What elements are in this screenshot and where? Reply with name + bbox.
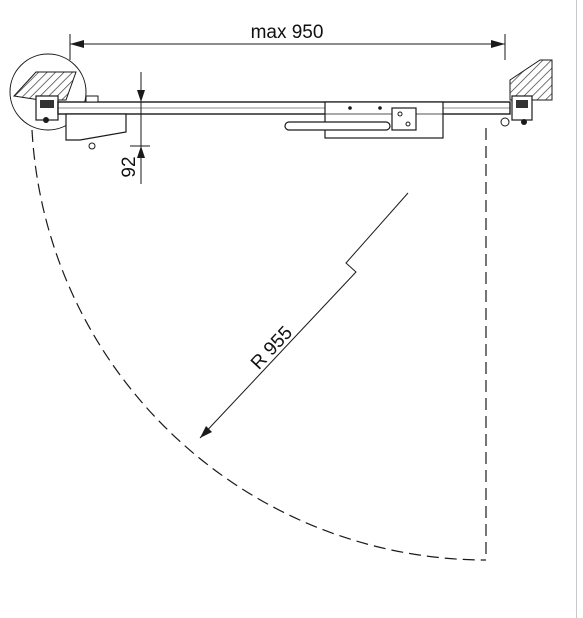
left-hinge-screw — [43, 117, 49, 123]
closer-screw-1 — [348, 106, 352, 110]
left-detail-circle — [9, 53, 87, 131]
closer-screw-2 — [378, 106, 382, 110]
pivot-bracket — [65, 95, 127, 150]
offset-arrow-top — [137, 90, 145, 102]
right-wall-hatch — [509, 59, 553, 101]
closer-screw-3 — [397, 111, 403, 117]
pivot-top-cap — [85, 95, 99, 103]
left-hinge-insert — [40, 100, 54, 108]
pivot-bracket-body — [65, 113, 127, 141]
right-hinge-screw — [521, 119, 527, 125]
width-arrow-left — [70, 40, 84, 48]
radius-leader-line — [199, 192, 409, 439]
width-dimension: max 950 — [69, 22, 506, 60]
door-end-knob — [500, 117, 510, 127]
offset-dimension: 92 — [119, 72, 150, 184]
right-hinge-insert — [516, 100, 528, 108]
closer-housing — [324, 101, 444, 139]
radius-arrow — [200, 426, 212, 438]
width-arrow-right — [491, 40, 505, 48]
offset-arrow-bottom — [137, 146, 145, 158]
right-wall — [509, 59, 553, 125]
width-dimension-label: max 950 — [251, 22, 324, 43]
door-swing-arc — [31, 129, 487, 561]
left-wall — [9, 53, 87, 131]
closer-bracket — [391, 107, 417, 131]
closer-arm — [284, 121, 391, 131]
page-border-line — [576, 0, 577, 618]
radius-dimension-label: R 955 — [247, 323, 297, 374]
closer-screw-4 — [405, 121, 411, 127]
radius-leader: R 955 — [199, 192, 409, 439]
pivot-pin — [88, 142, 96, 150]
offset-dimension-label: 92 — [119, 156, 140, 177]
door-closer-assembly — [284, 101, 444, 139]
